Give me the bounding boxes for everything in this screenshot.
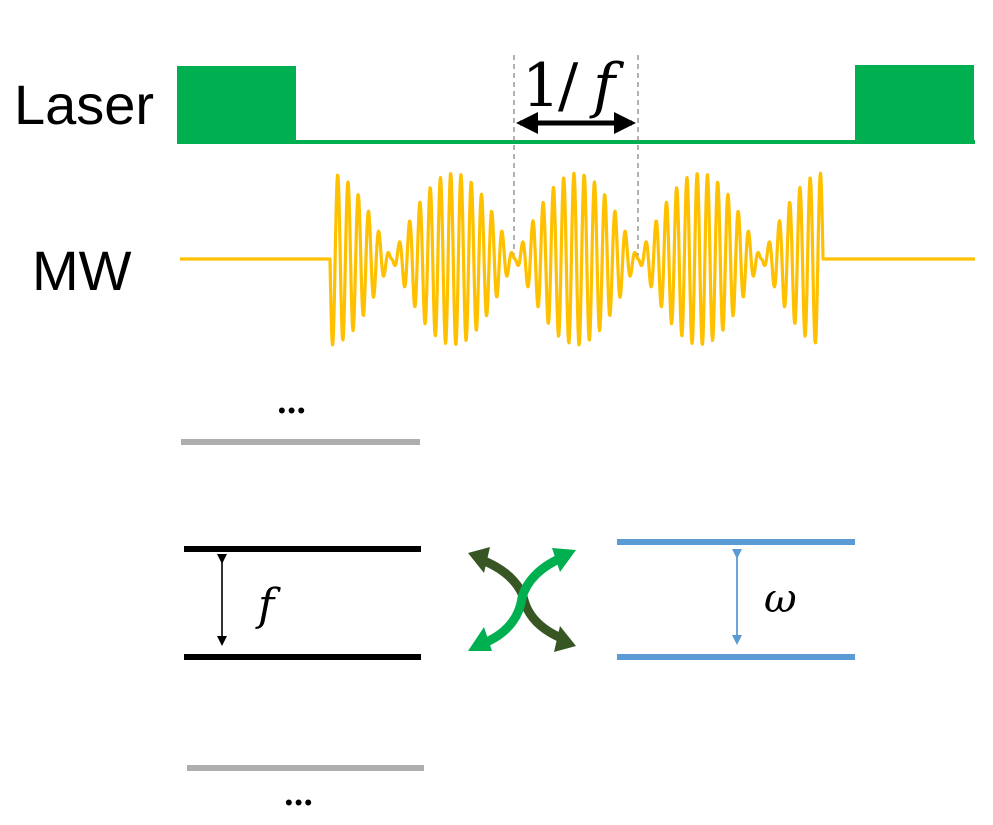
period-symbol: f <box>589 51 625 121</box>
laser-label: Laser <box>14 73 154 136</box>
period-slash: / <box>558 51 579 121</box>
ellipsis-bottom: ••• <box>285 790 314 815</box>
laser-pulse-right <box>855 65 974 144</box>
coupling-arrow-light <box>480 551 568 649</box>
laser-pulse-sequence <box>177 65 975 144</box>
period-label: 1 / f <box>522 51 625 121</box>
coupling-arrow-dark-head-end <box>554 626 576 652</box>
ellipsis-top: ••• <box>278 398 307 423</box>
left-level-ladder: ••• ••• f <box>181 398 424 815</box>
splitting-symbol-omega: ω <box>764 576 797 622</box>
coupling-arrow-light-head-end <box>552 548 576 572</box>
splitting-symbol-f: f <box>255 580 281 631</box>
period-double-arrow <box>516 112 636 134</box>
coupling-arrows <box>468 547 576 652</box>
laser-pulse-left <box>177 66 296 144</box>
mw-waveform <box>180 171 975 347</box>
coupling-arrow-dark-head-start <box>468 547 490 573</box>
right-level-pair: ω <box>617 539 855 660</box>
mw-label: MW <box>32 239 132 302</box>
period-numerator: 1 <box>522 51 560 121</box>
coupling-arrow-light-head-start <box>468 627 492 651</box>
